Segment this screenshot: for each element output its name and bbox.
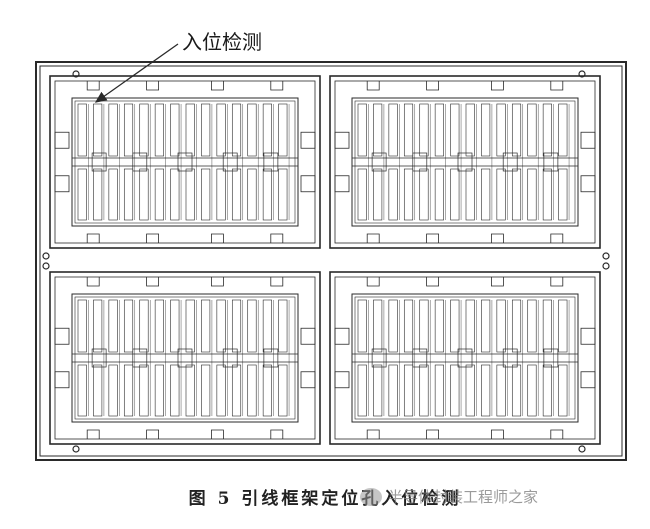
watermark-text: 半导体封装工程师之家 xyxy=(388,488,539,506)
lead-frame-panel xyxy=(329,75,601,249)
annotation: 入位检测 xyxy=(94,30,262,103)
annotation-arrow xyxy=(94,43,179,103)
lead-frame-panel xyxy=(49,75,321,249)
figure-caption: 图 5 引线框架定位孔入位检测 xyxy=(188,489,462,509)
lead-frame-panel xyxy=(329,271,601,445)
watermark: 半导体封装工程师之家 xyxy=(360,486,538,507)
annotation-label: 入位检测 xyxy=(182,30,262,54)
panel-group xyxy=(49,75,601,445)
wechat-icon xyxy=(360,487,382,506)
outer-frame xyxy=(35,61,627,461)
pilot-holes xyxy=(42,70,610,453)
lead-frame-panel xyxy=(49,271,321,445)
